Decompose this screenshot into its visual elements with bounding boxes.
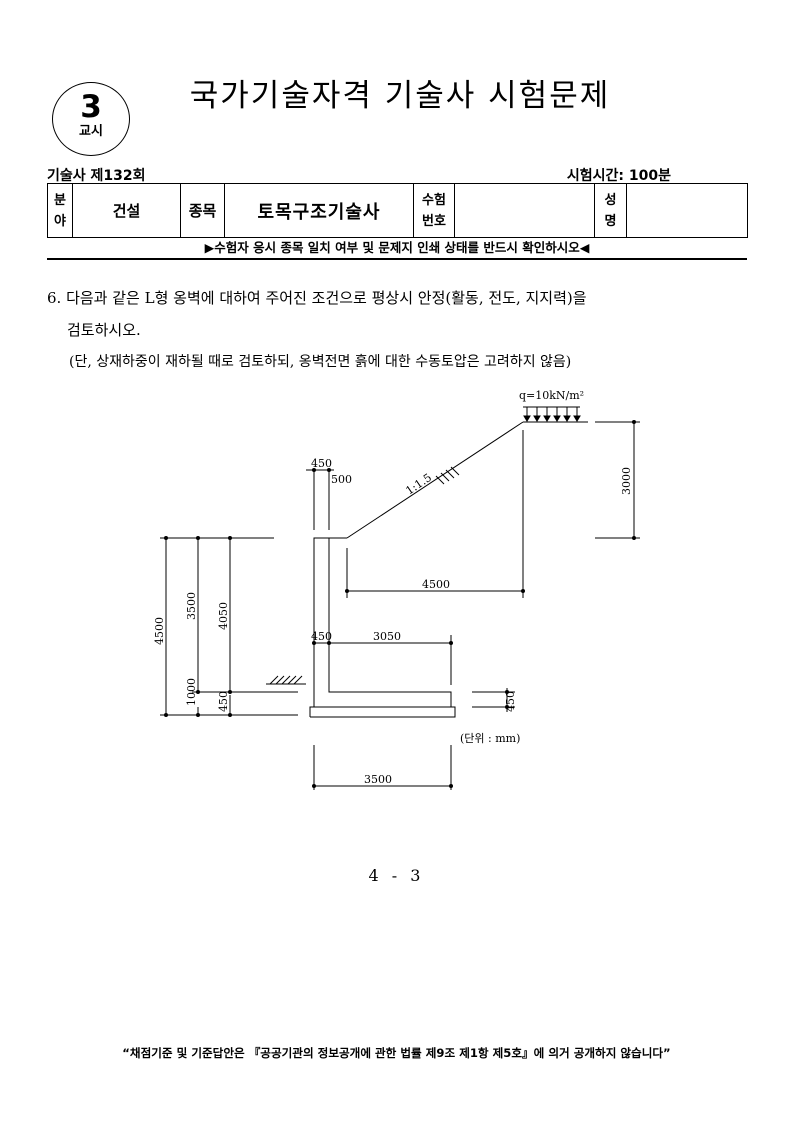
backfill-slope — [346, 421, 524, 539]
dim-3000: 3000 — [620, 467, 633, 495]
dim-1000: 1000 — [185, 678, 198, 706]
slope-label: 1:1.5 — [403, 471, 434, 498]
surcharge-load — [523, 406, 581, 422]
category-label: 종목 — [180, 183, 225, 238]
question-note: (단, 상재하중이 재하될 때로 검토하되, 옹벽전면 흙에 대한 수동토압은 … — [69, 354, 572, 370]
exam-number-value — [454, 183, 595, 238]
retaining-wall-outline — [309, 537, 456, 718]
session-number: 3 — [80, 89, 102, 125]
front-soil-hatch — [266, 675, 306, 685]
page-number: 4 - 3 — [368, 866, 425, 885]
slope-soil-hatch — [435, 466, 460, 485]
session-badge: 3 교시 — [52, 82, 130, 156]
category-value: 토목구조기술사 — [224, 183, 414, 238]
dim-3050: 3050 — [373, 630, 401, 643]
exam-time: 시험시간: 100분 — [566, 168, 671, 184]
dim-4050: 4050 — [217, 602, 230, 630]
dim-450-top: 450 — [311, 457, 332, 470]
dim-450-left: 450 — [217, 691, 230, 712]
dim-500: 500 — [331, 473, 352, 486]
exam-round: 기술사 제132회 — [47, 168, 146, 184]
question-line-1: 6. 다음과 같은 L형 옹벽에 대하여 주어진 조건으로 평상시 안정(활동,… — [47, 289, 587, 307]
dim-4500-vertical: 4500 — [153, 617, 166, 645]
page-title: 국가기술자격 기술사 시험문제 — [189, 78, 611, 114]
unit-label: (단위 : mm) — [460, 732, 520, 745]
dim-450-stem: 450 — [311, 630, 332, 643]
dim-3500-vertical: 3500 — [185, 592, 198, 620]
session-label: 교시 — [79, 124, 103, 139]
question-line-2: 검토하시오. — [67, 321, 141, 339]
footer-disclaimer: “채점기준 및 기준답안은 『공공기관의 정보공개에 관한 법률 제9조 제1항… — [122, 1046, 671, 1060]
dim-4500-horizontal: 4500 — [422, 578, 450, 591]
name-value — [626, 183, 748, 238]
notice-banner: ▶수험자 응시 종목 일치 여부 및 문제지 인쇄 상태를 반드시 확인하시오◀ — [47, 238, 747, 260]
dim-3500-base: 3500 — [364, 773, 392, 786]
dim-450-right: 450 — [504, 691, 517, 712]
load-label: q=10kN/m² — [519, 389, 584, 402]
